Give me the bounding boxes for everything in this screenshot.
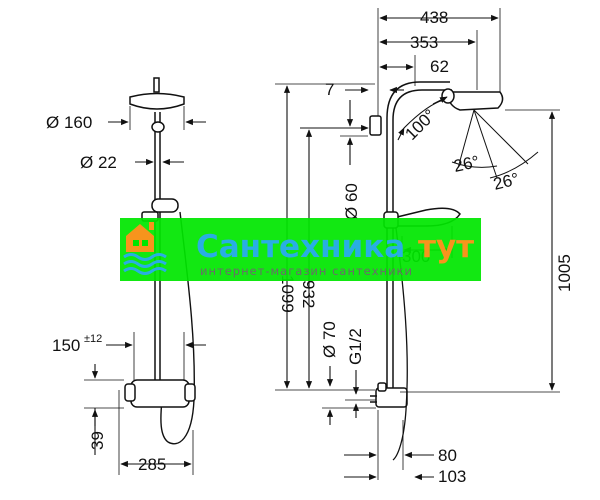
dim-wall-gap: 7	[325, 80, 334, 99]
front-head-top-nipple	[153, 77, 160, 93]
watermark-logo-icon	[123, 222, 167, 275]
front-mixer-knob-right	[184, 383, 196, 402]
front-rail-holder	[151, 121, 165, 133]
front-dimension-lines	[84, 106, 206, 475]
side-mixer-knob	[377, 382, 387, 392]
watermark-banner: Сантехника тут интернет-магазин сантехни…	[120, 218, 481, 281]
dim-mixer-depth: 285	[138, 455, 166, 474]
watermark-title-left: Сантехника	[196, 229, 405, 265]
dim-head-tilt: 100°	[401, 106, 439, 144]
dim-rail-length: 1099	[278, 275, 297, 313]
front-mixer-knob-left	[124, 383, 136, 402]
dim-connector-diameter: Ø 70	[320, 321, 339, 358]
front-dimension-labels: Ø 160 Ø 22 150 ±12 39 285	[46, 113, 166, 474]
watermark-subtitle: интернет-магазин сантехники	[200, 264, 413, 278]
dim-overall-height: 1005	[555, 254, 574, 292]
side-top-bracket	[369, 115, 382, 136]
spray-rays	[451, 109, 539, 179]
dim-arm-projection: 353	[410, 33, 438, 52]
dim-mixer-projection: 103	[438, 467, 466, 486]
watermark-title-right: тут	[418, 229, 474, 265]
dim-handshower-range: 932	[299, 280, 318, 308]
side-shower-head	[446, 91, 504, 111]
dim-outlet-spacing: 150	[52, 336, 80, 355]
front-handshower	[151, 198, 179, 213]
dim-total-projection: 438	[420, 8, 448, 27]
dim-bracket-diameter: Ø 60	[342, 183, 361, 220]
front-shower-head	[129, 92, 185, 110]
dim-mixer-height: 39	[88, 431, 107, 450]
dim-mixer-offset: 80	[438, 446, 457, 465]
front-hose	[160, 211, 195, 445]
dim-spray-angle-left: 26°	[452, 152, 481, 176]
dim-rail-diameter: Ø 22	[80, 153, 117, 172]
watermark-band	[120, 218, 481, 281]
dim-head-offset: 62	[430, 57, 449, 76]
front-thermostat-mixer	[130, 379, 190, 408]
dim-outlet-tolerance: ±12	[84, 333, 102, 345]
dim-overhead-diameter: Ø 160	[46, 113, 92, 132]
dim-thread-size: G1/2	[346, 328, 365, 365]
